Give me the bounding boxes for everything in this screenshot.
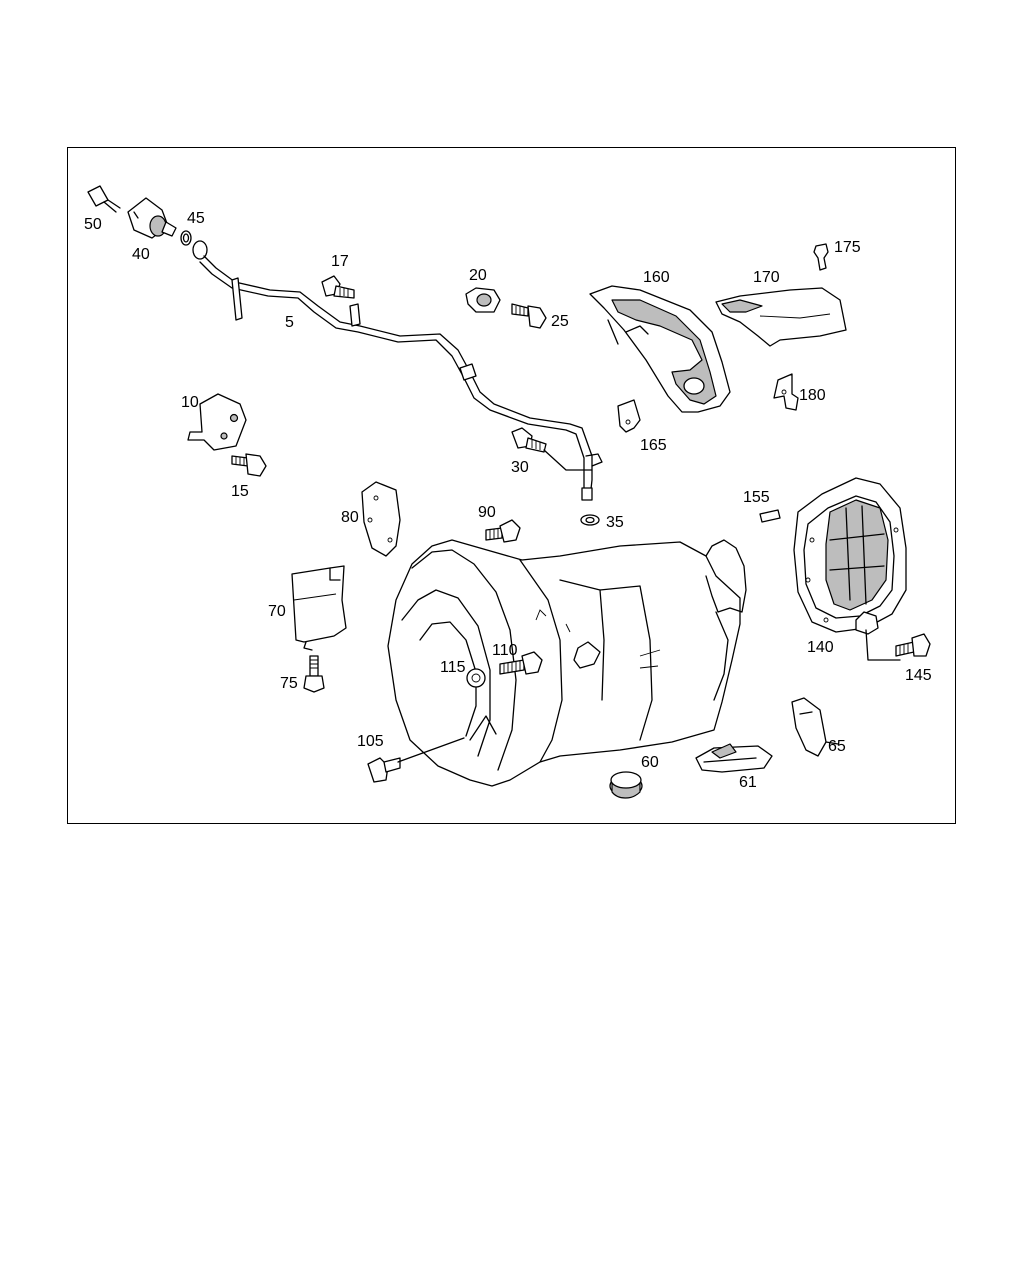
- label-115: 115: [440, 659, 466, 676]
- part-17-bolt[interactable]: [321, 275, 355, 299]
- part-90-bolt[interactable]: [485, 519, 521, 543]
- label-160: 160: [643, 269, 670, 286]
- part-155-dowel-pin[interactable]: [759, 509, 781, 523]
- part-140-converter-housing[interactable]: [793, 477, 907, 661]
- label-80: 80: [341, 509, 359, 526]
- part-60-plug[interactable]: [609, 771, 643, 799]
- label-61: 61: [739, 774, 757, 791]
- label-5: 5: [285, 314, 294, 331]
- transmission-housing[interactable]: [387, 539, 747, 787]
- part-50-plug[interactable]: [87, 185, 121, 213]
- part-40-cap[interactable]: [127, 197, 177, 239]
- label-35: 35: [606, 514, 624, 531]
- label-65: 65: [828, 738, 846, 755]
- label-15: 15: [231, 483, 249, 500]
- part-65-cover-plate[interactable]: [791, 697, 839, 757]
- part-10-bracket[interactable]: [187, 393, 247, 451]
- part-170-heat-shield[interactable]: [715, 287, 847, 347]
- part-110-bolt[interactable]: [499, 651, 543, 675]
- label-60: 60: [641, 754, 659, 771]
- label-140: 140: [807, 639, 834, 656]
- part-70-control-module[interactable]: [291, 565, 347, 651]
- part-175-clip[interactable]: [813, 243, 829, 271]
- part-160-heat-shield[interactable]: [589, 285, 731, 413]
- label-45: 45: [187, 210, 205, 227]
- label-75: 75: [280, 675, 298, 692]
- part-30-bolt[interactable]: [511, 427, 593, 471]
- part-5-dipstick-tube[interactable]: [192, 240, 603, 501]
- part-20-clamp[interactable]: [465, 287, 501, 313]
- label-155: 155: [743, 489, 770, 506]
- part-35-seal-ring[interactable]: [580, 514, 600, 526]
- part-15-bolt[interactable]: [231, 453, 267, 477]
- label-50: 50: [84, 216, 102, 233]
- label-145: 145: [905, 667, 932, 684]
- part-45-o-ring[interactable]: [180, 230, 192, 246]
- label-175: 175: [834, 239, 861, 256]
- label-70: 70: [268, 603, 286, 620]
- label-180: 180: [799, 387, 826, 404]
- label-90: 90: [478, 504, 496, 521]
- label-30: 30: [511, 459, 529, 476]
- part-165-bracket[interactable]: [617, 399, 641, 433]
- label-105: 105: [357, 733, 384, 750]
- part-145-bolt[interactable]: [895, 633, 931, 657]
- label-25: 25: [551, 313, 569, 330]
- part-75-bolt[interactable]: [303, 655, 325, 693]
- label-40: 40: [132, 246, 150, 263]
- label-20: 20: [469, 267, 487, 284]
- label-10: 10: [181, 394, 199, 411]
- part-80-cover-plate[interactable]: [361, 481, 401, 557]
- part-180-bracket[interactable]: [773, 373, 799, 411]
- label-17: 17: [331, 253, 349, 270]
- part-61-cover[interactable]: [695, 743, 773, 773]
- diagram-frame: [67, 147, 956, 824]
- part-105-bolt[interactable]: [367, 737, 465, 783]
- part-115-nut[interactable]: [466, 668, 486, 688]
- part-25-bolt[interactable]: [511, 303, 547, 329]
- label-170: 170: [753, 269, 780, 286]
- label-165: 165: [640, 437, 667, 454]
- label-110: 110: [492, 642, 518, 659]
